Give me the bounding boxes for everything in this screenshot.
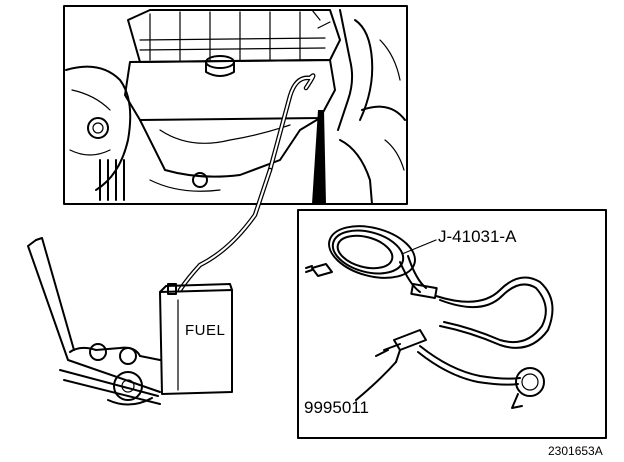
engine-bay-illustration [63, 5, 408, 205]
figure-id: 2301653A [548, 444, 603, 458]
tool-label-9995011: 9995011 [304, 398, 369, 417]
inset-panel [297, 209, 607, 439]
adapter-hose [177, 167, 273, 293]
pressure-gauge-tool [305, 225, 554, 409]
fuel-tank-cart [27, 237, 233, 406]
tank-label: FUEL [185, 322, 226, 339]
tool-label-j41031a: J-41031-A [438, 227, 517, 246]
